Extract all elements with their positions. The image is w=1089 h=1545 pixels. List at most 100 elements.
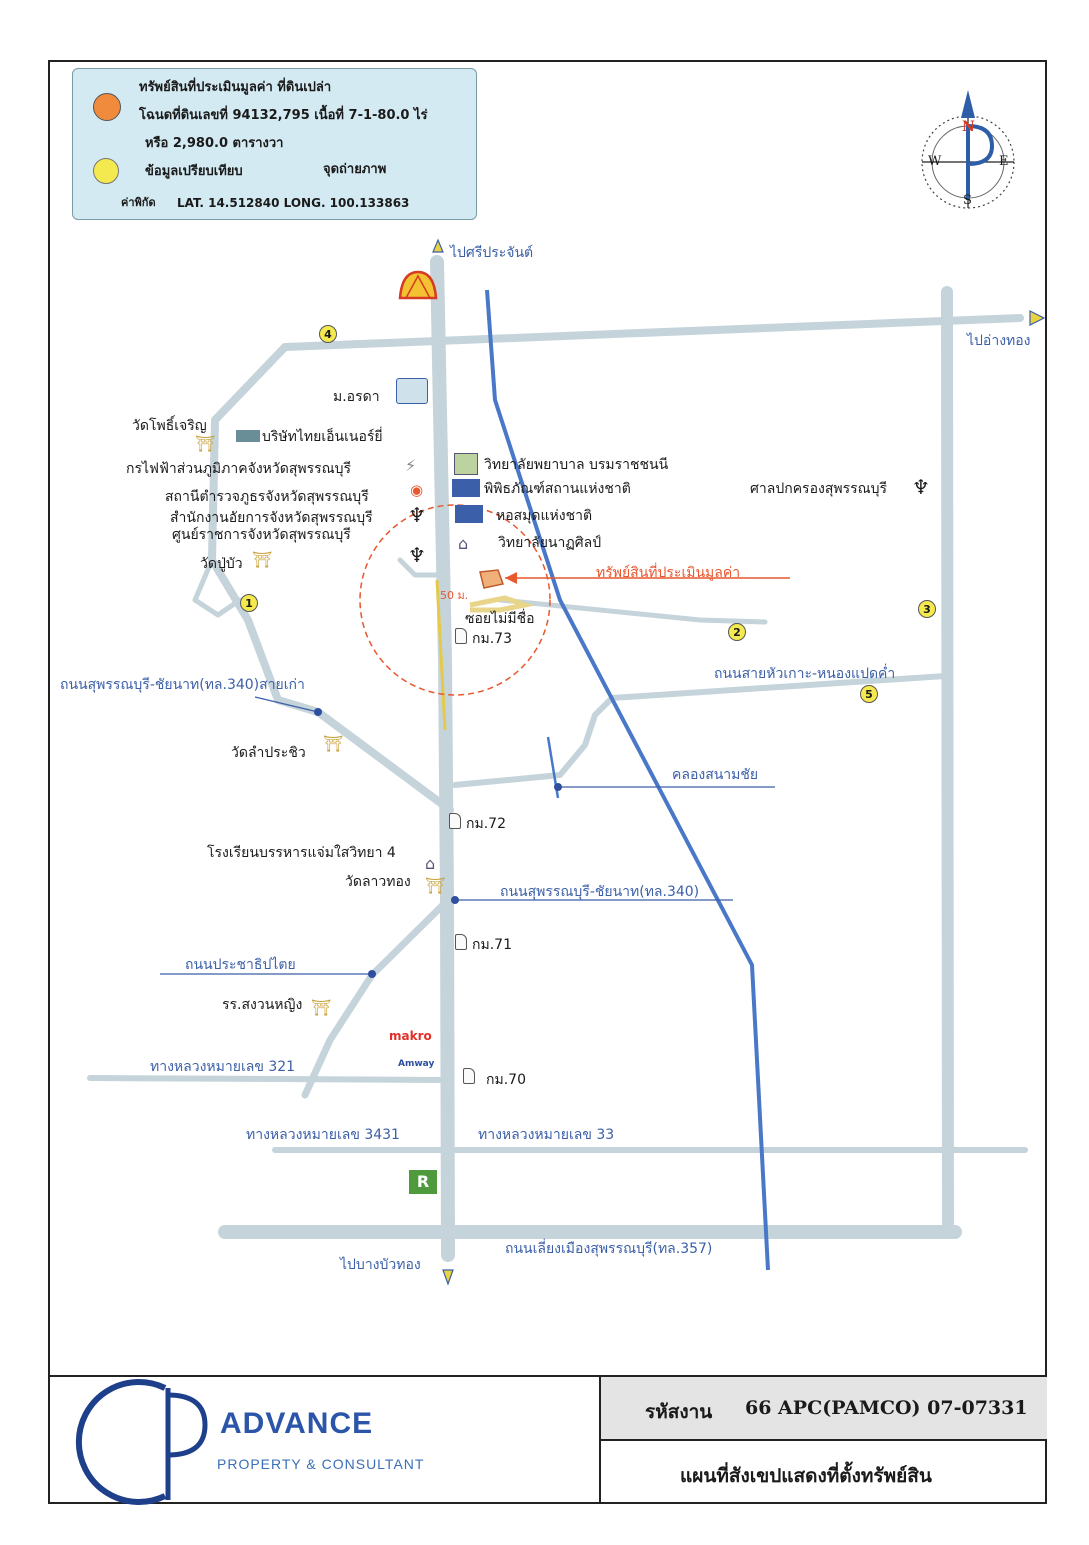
label-mor-orada: ม.อรดา (333, 389, 380, 405)
label-songwan-school: รร.สงวนหญิง (222, 997, 303, 1013)
library-icon (455, 505, 483, 523)
radius-circle (359, 504, 551, 696)
comparable-3-marker: 3 (918, 600, 936, 618)
comparable-2-marker: 2 (728, 623, 746, 641)
label-hwy-3431: ทางหลวงหมายเลข 3431 (246, 1127, 400, 1143)
south-direction-label: ไปบางบัวทอง (340, 1257, 421, 1273)
label-km70: กม.70 (486, 1072, 526, 1088)
legend-deed-line: โฉนดที่ดินเลขที่ 94132,795 เนื้อที่ 7-1-… (139, 108, 428, 123)
comparable-5-marker: 5 (860, 685, 878, 703)
footer-row-divider (599, 1439, 1047, 1441)
label-soi: ซอยไม่มีชื่อ (465, 611, 535, 627)
compass-e: E (999, 154, 1009, 169)
pracha-road (301, 896, 452, 1099)
company-subtitle: PROPERTY & CONSULTANT (217, 1456, 425, 1472)
job-code: 66 APC(PAMCO) 07-07331 (745, 1397, 1028, 1419)
south-arrow-icon (442, 1269, 454, 1286)
highway-321 (87, 1075, 448, 1083)
school-icon: ⛩ (311, 998, 332, 1017)
legend-coord-label: ค่าพิกัด (121, 196, 156, 209)
museum-icon (452, 479, 480, 497)
legend-coord-value: LAT. 14.512840 LONG. 100.133863 (177, 196, 410, 210)
road-comparable-2 (497, 597, 768, 625)
label-wat-lao-thong: วัดลาวทอง (345, 874, 411, 890)
comparable-legend-dot (93, 158, 119, 184)
subject-parcel (479, 569, 504, 589)
km-post-icon (455, 628, 467, 644)
soi-pu-bua (397, 557, 448, 578)
job-label: รหัสงาน (645, 1401, 713, 1423)
label-prosecutor: สำนักงานอัยการจังหวัดสุพรรณบุรี (170, 510, 373, 526)
comparable-1-marker: 1 (240, 594, 258, 612)
canal-dot (554, 783, 562, 791)
old-road-dot (314, 708, 322, 716)
km-post-icon (449, 813, 461, 829)
temple-icon: ⛩ (323, 734, 344, 753)
label-pea: กรไฟฟ้าส่วนภูมิภาคจังหวัดสุพรรณบุรี (126, 461, 352, 477)
label-nursing-college: วิทยาลัยพยาบาล บรมราชชนนี (484, 457, 669, 473)
factory-icon (236, 430, 260, 442)
road340-dot (451, 896, 459, 904)
amway-logo: Amway (398, 1059, 435, 1069)
power-icon: ⚡ (405, 456, 417, 475)
label-wat-lam-prachiew: วัดลำประชิว (231, 745, 306, 761)
north-direction-label: ไปศรีประจันต์ (450, 245, 534, 261)
pracha-dot (368, 970, 376, 978)
compass-rose-icon (921, 90, 1015, 209)
hospital-icon (454, 453, 478, 475)
label-library: หอสมุดแห่งชาติ (496, 508, 593, 524)
footer-divider (48, 1375, 1047, 1377)
access-road (435, 579, 447, 731)
garuda-icon: ♆ (408, 543, 426, 567)
label-police: สถานีตำรวจภูธรจังหวัดสุพรรณบุรี (165, 489, 369, 505)
job-code-box (601, 1377, 1047, 1439)
label-thai-energy: บริษัทไทยเอ็นเนอร์ยี่ (262, 429, 383, 445)
label-gov-center: ศูนย์ราชการจังหวัดสุพรรณบุรี (172, 527, 351, 543)
legend-area-line: หรือ 2,980.0 ตารางวา (145, 136, 284, 151)
label-canal: คลองสนามชัย (672, 767, 759, 783)
company-logo-icon (75, 1379, 208, 1505)
label-road-340: ถนนสุพรรณบุรี-ชัยนาท(ทล.340) (500, 884, 700, 900)
temple-icon: ⛩ (425, 876, 446, 895)
label-subject-pointer: ทรัพย์สินที่ประเมินมูลค่า (596, 565, 741, 581)
label-hwy-33: ทางหลวงหมายเลข 33 (478, 1127, 615, 1143)
label-hwy-321: ทางหลวงหมายเลข 321 (150, 1059, 296, 1075)
village-icon (396, 378, 428, 404)
soi-no-name (469, 595, 535, 613)
km-post-icon (455, 934, 467, 950)
makro-logo: makro (389, 1029, 432, 1043)
hotel-icon: R (409, 1170, 437, 1194)
canal-main (485, 289, 770, 1271)
label-radius: 50 ม. (440, 589, 469, 602)
temple-icon: ⛩ (252, 550, 273, 569)
company-name: ADVANCE (220, 1407, 374, 1440)
label-old-road-340: ถนนสุพรรณบุรี-ชัยนาท(ทล.340)สายเก่า (60, 677, 305, 693)
compass-n: N (962, 119, 975, 135)
garuda-icon: ♆ (408, 503, 426, 527)
label-km73: กม.73 (472, 631, 512, 647)
map-title: แผนที่สังเขปแสดงที่ตั้งทรัพย์สิน (680, 1465, 932, 1487)
label-hua-ko-road: ถนนสายหัวเกาะ-หนองแปดค่ำ (714, 666, 896, 682)
label-wat-pu-bua: วัดปู่บัว (200, 556, 243, 572)
legend-box: ทรัพย์สินที่ประเมินมูลค่า ที่ดินเปล่า โฉ… (72, 68, 477, 220)
legend-photo-label: จุดถ่ายภาพ (323, 162, 387, 177)
label-admin-court: ศาลปกครองสุพรรณบุรี (750, 481, 888, 497)
km-post-icon (463, 1068, 475, 1084)
map-frame (48, 60, 1047, 1504)
school-icon: ⌂ (425, 854, 436, 873)
compass-s: S (963, 193, 972, 208)
old-road-branch (192, 557, 243, 618)
garuda-icon: ♆ (912, 475, 930, 499)
label-km72: กม.72 (466, 816, 506, 832)
subject-pointer-head (505, 572, 517, 584)
label-wat-pho-charoen: วัดโพธิ์เจริญ (132, 418, 207, 434)
road-to-ang-thong (281, 314, 1024, 351)
right-road (941, 286, 954, 1238)
north-arrow-icon (432, 238, 444, 253)
label-arts-college: วิทยาลัยนาฏศิลป์ (498, 535, 602, 551)
legend-comparable-label: ข้อมูลเปรียบเทียบ (145, 164, 243, 179)
temple-icon: ⛩ (195, 434, 216, 453)
label-km71: กม.71 (472, 937, 512, 953)
east-arrow-icon (1029, 310, 1046, 326)
